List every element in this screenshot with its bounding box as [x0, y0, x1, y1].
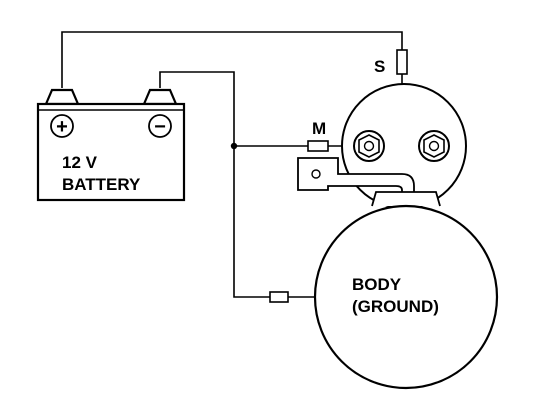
connector-body — [269, 291, 289, 303]
battery-positive-terminal — [50, 114, 74, 138]
bracket-hole — [311, 169, 321, 179]
starter-assembly — [297, 83, 467, 209]
wires — [61, 31, 403, 298]
wire-battery-positive-to-s — [61, 31, 403, 88]
wire-junction-to-body — [233, 146, 270, 298]
battery-name-label: BATTERY — [62, 175, 141, 194]
connector-m — [307, 140, 329, 152]
ground-label: (GROUND) — [352, 297, 439, 316]
body-ground — [313, 204, 499, 390]
battery-voltage-label: 12 V — [62, 153, 98, 172]
stud-b-center — [428, 140, 440, 152]
connector-s-upper — [396, 49, 408, 75]
battery — [36, 88, 186, 202]
battery-negative-terminal — [148, 114, 172, 138]
body-label: BODY — [352, 275, 402, 294]
junction-dot — [230, 142, 238, 150]
battery-positive-symbol: + — [56, 116, 68, 138]
battery-post-negative — [142, 88, 178, 106]
wire-battery-negative-to-junction — [159, 71, 235, 146]
stud-m-center — [363, 140, 375, 152]
battery-post-positive — [44, 88, 80, 106]
starter-neck — [371, 191, 441, 207]
battery-negative-symbol: − — [154, 116, 166, 138]
terminal-s-label: S — [374, 57, 385, 76]
terminal-m-label: M — [312, 119, 326, 138]
